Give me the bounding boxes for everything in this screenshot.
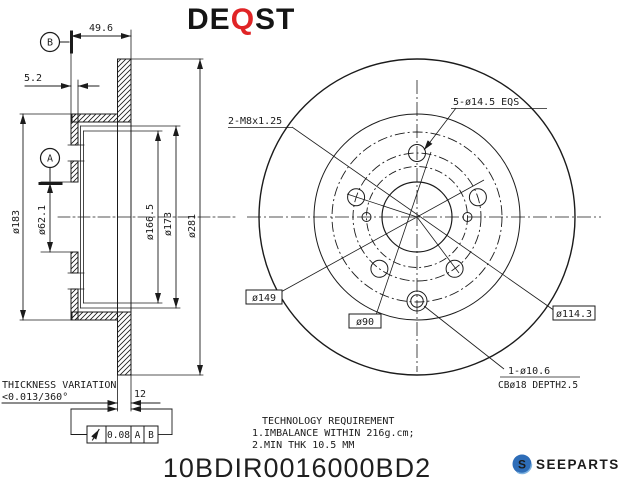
dim-hat-od: ø183	[11, 210, 22, 234]
bolt-hole	[370, 259, 389, 278]
bolt-hole	[445, 259, 464, 278]
bolt-hole	[408, 144, 426, 162]
dim-center-bore: ø62.1	[37, 205, 48, 235]
dim-outer-diameter: ø281	[187, 214, 198, 238]
seeparts-circle-s-icon	[512, 454, 532, 474]
runout-tolerance: 0.08	[107, 430, 130, 441]
dim-inner-166: ø166.5	[145, 204, 156, 240]
front-view-leaders	[228, 107, 580, 378]
dim-disc-thickness: 12	[134, 389, 146, 400]
datum-a: A	[38, 147, 63, 185]
notes-item-1: 1.IMBALANCE WITHIN 216g.cm;	[252, 428, 415, 439]
dim-total-width: 49.6	[89, 23, 113, 34]
bcd-114-callout: ø114.3	[552, 305, 596, 321]
balance-hole	[410, 294, 424, 308]
notes-item-2: 2.MIN THK 10.5 MM	[252, 440, 354, 451]
thread-hole-m8	[462, 212, 473, 222]
datum-a-label: A	[47, 154, 53, 165]
datum-b-label: B	[47, 38, 53, 49]
runout-datum-2: B	[148, 430, 154, 441]
notes-title: TECHNOLOGY REQUIREMENT	[262, 416, 394, 427]
section-hatched-material	[70, 58, 132, 376]
bcd-90-value: ø90	[356, 317, 374, 328]
seeparts-logo: S SEEPARTS	[511, 453, 620, 475]
technology-requirements: TECHNOLOGY REQUIREMENT 1.IMBALANCE WITHI…	[252, 416, 415, 451]
section-view: 49.6 5.2 ø183 ø62.1 ø166.5 ø173 ø281 12 …	[1, 23, 236, 444]
thickness-variation-value: <0.013/360°	[2, 392, 68, 403]
bolt-holes	[347, 144, 487, 312]
runout-leader	[70, 406, 173, 435]
part-number: 10BDIR0016000BD2	[163, 453, 431, 483]
seeparts-icon-letter: S	[518, 458, 526, 472]
bcd-149-callout: ø149	[245, 289, 283, 305]
bcd-90-callout: ø90	[348, 313, 382, 329]
balance-hole-label-line2: CBø18 DEPTH2.5	[498, 380, 578, 391]
brand-logo-de: DE	[187, 3, 231, 36]
seeparts-name: SEEPARTS	[536, 457, 620, 472]
section-dimension-lines	[1, 33, 203, 406]
thickness-variation-note: THICKNESS VARIATION	[2, 380, 116, 391]
bcd-149-value: ø149	[252, 293, 276, 304]
bcd-114-value: ø114.3	[556, 309, 592, 320]
bolt-hole	[468, 188, 487, 207]
bolt-holes-label: 5-ø14.5 EQS	[453, 97, 519, 108]
dim-inner-173: ø173	[163, 212, 174, 236]
dim-face-thickness: 5.2	[24, 73, 42, 84]
front-view: 2-M8x1.25 5-ø14.5 EQS ø149 ø90 ø114.3 1-…	[228, 58, 601, 391]
brand-logo-st: ST	[255, 3, 295, 36]
front-view-centerlines	[247, 80, 601, 372]
circular-runout-icon	[91, 428, 100, 441]
balance-hole-label-line1: 1-ø10.6	[508, 366, 550, 377]
brand-logo-deqst: DEQST	[187, 3, 295, 36]
balance-hole-counterbore	[406, 290, 428, 312]
feature-control-frame: 0.08 A B	[86, 425, 159, 444]
datum-b: B	[39, 30, 73, 54]
thread-hole-m8	[361, 212, 372, 222]
brand-logo-q: Q	[231, 3, 255, 36]
runout-datum-1: A	[135, 430, 141, 441]
seeparts-icon-swirl	[511, 453, 533, 475]
bolt-hole	[347, 188, 366, 207]
thread-holes-label: 2-M8x1.25	[228, 116, 282, 127]
